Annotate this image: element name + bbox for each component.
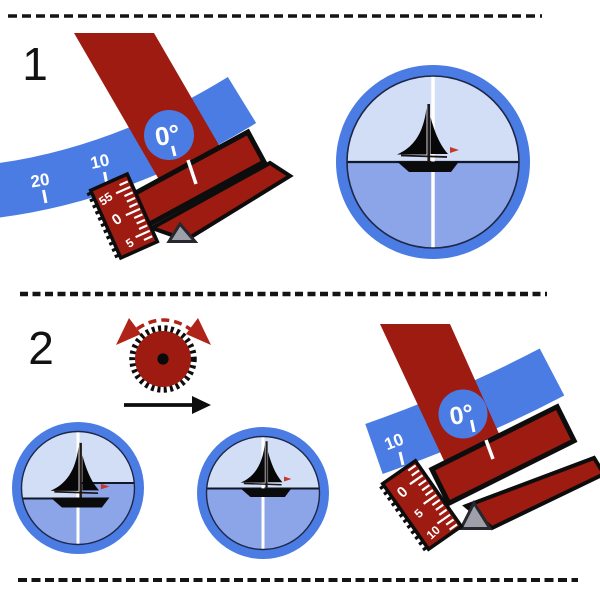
mirror-shim-triangle [458,499,493,530]
index-reading-window [438,389,488,439]
arc-tick-10 [398,451,405,466]
arc-label-10: 10 [89,150,111,173]
index-mark-line [484,439,495,460]
right-arrow-head [192,396,211,414]
eyepiece-inner-rim [205,435,321,551]
arc-scale-band [0,76,257,218]
arc-label-20: 20 [29,170,51,192]
drum-ticks [115,180,153,241]
index-mark-line [186,159,198,185]
index-reading-window [144,110,194,160]
rotate-arrow-left-head [116,318,141,345]
drum-ticks [407,464,458,531]
adjustment-knob [116,318,211,393]
mirror-shim-triangle [166,221,199,243]
step-1-number: 1 [22,38,48,90]
index-reading-label: 0° [447,399,475,431]
telescope-view-step1 [336,65,530,259]
step-2-number: 2 [28,322,54,374]
knob-knurl-teeth [129,325,197,393]
micrometer-drum: 55 0 5 [86,171,160,261]
knob-axle-dot [157,353,169,365]
telescope-view-misaligned [12,422,144,554]
micrometer-drum: 0 5 10 [379,458,464,552]
telescope-upper-bar [428,403,578,507]
drum-body [88,171,160,261]
drum-body [380,458,464,552]
sextant-step2: 10 [365,324,600,552]
index-arm [74,33,245,190]
arc-tick-20 [42,189,48,204]
rotate-arrow-right-head [186,318,211,345]
eyepiece-inner-rim [20,430,136,546]
sextant-step1: 20 10 55 [0,33,294,261]
telescope-view-aligned [197,427,329,559]
index-window-tick [470,419,476,433]
eyepiece-inner-rim [346,75,520,249]
sea [347,162,519,248]
index-reading-label: 0° [153,118,183,152]
index-window-tick [171,145,177,157]
